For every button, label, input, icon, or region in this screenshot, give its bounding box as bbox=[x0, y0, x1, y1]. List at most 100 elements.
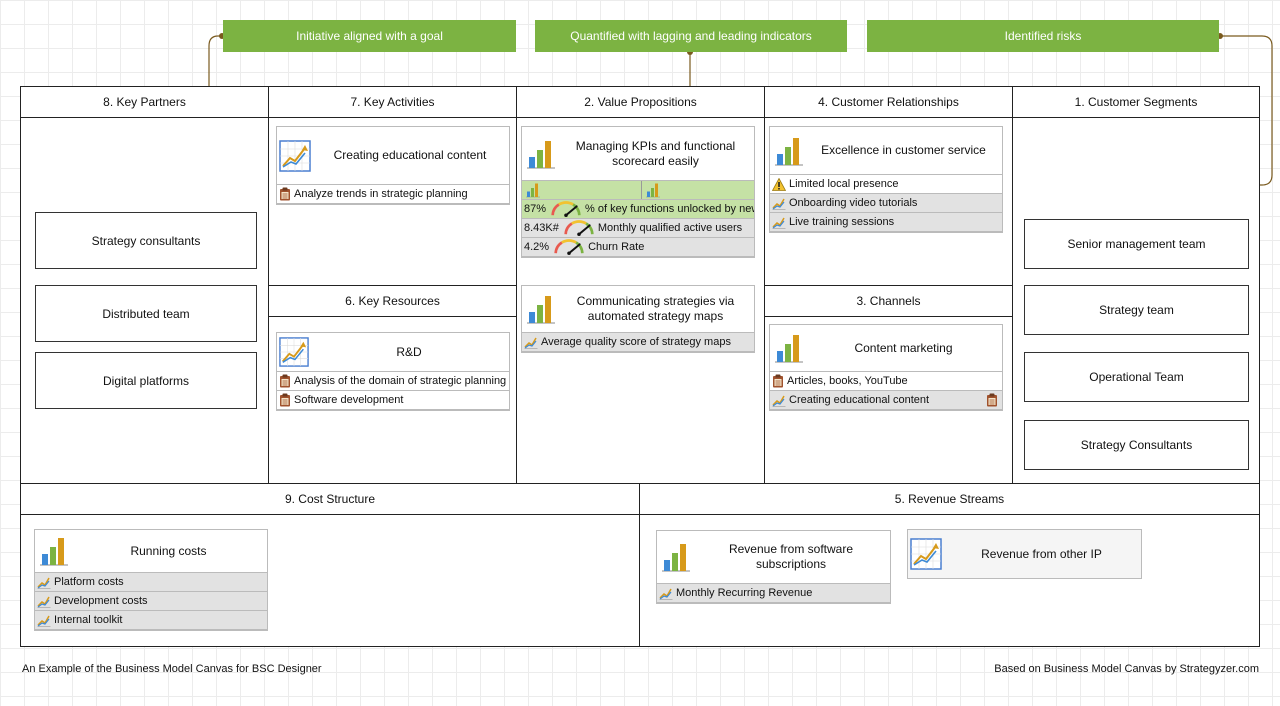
gauge-icon bbox=[553, 239, 585, 255]
kpi-row[interactable]: Average quality score of strategy maps bbox=[522, 333, 754, 352]
mini-trend-icon bbox=[37, 575, 51, 589]
mini-trend-icon bbox=[772, 196, 786, 210]
warning-icon bbox=[772, 178, 786, 191]
banner-quantified: Quantified with lagging and leading indi… bbox=[535, 20, 847, 52]
section-header-channels: 3. Channels bbox=[764, 285, 1013, 317]
mini-trend-icon bbox=[659, 586, 673, 600]
section-header-customer-relationships: 4. Customer Relationships bbox=[764, 86, 1013, 118]
kpi-label: Monthly qualified active users bbox=[597, 222, 743, 234]
row-label: Software development bbox=[294, 394, 404, 406]
banner-initiative: Initiative aligned with a goal bbox=[223, 20, 516, 52]
revenue-title: Revenue from software subscriptions bbox=[728, 542, 854, 571]
kpi-row[interactable]: Development costs bbox=[35, 592, 267, 611]
value-card[interactable]: Communicating strategies via automated s… bbox=[521, 285, 755, 353]
channel-title: Content marketing bbox=[854, 340, 953, 355]
clipboard-icon bbox=[986, 393, 998, 407]
trend-chart-icon bbox=[279, 337, 309, 367]
section-header-value-propositions: 2. Value Propositions bbox=[516, 86, 765, 118]
section-header-key-partners: 8. Key Partners bbox=[20, 86, 269, 118]
section-header-revenue-streams: 5. Revenue Streams bbox=[639, 483, 1260, 515]
resource-row[interactable]: Software development bbox=[277, 391, 509, 410]
channel-row[interactable]: Articles, books, YouTube bbox=[770, 372, 1002, 391]
gauge-icon bbox=[550, 201, 582, 217]
segment-label: Strategy Consultants bbox=[1080, 438, 1193, 452]
bar-chart-icon bbox=[525, 293, 557, 325]
gauge-icon bbox=[563, 220, 595, 236]
trend-chart-icon bbox=[279, 140, 311, 172]
row-label: Analyze trends in strategic planning bbox=[294, 188, 468, 200]
segment-label: Operational Team bbox=[1089, 370, 1184, 384]
value-title: Managing KPIs and functional scorecard e… bbox=[575, 138, 736, 168]
partner-box[interactable]: Strategy consultants bbox=[35, 212, 257, 269]
kpi-value: 87% bbox=[524, 203, 547, 215]
kpi-value: 4.2% bbox=[524, 241, 550, 253]
revenue-card[interactable]: Revenue from other IP bbox=[907, 529, 1142, 579]
revenue-card[interactable]: Revenue from software subscriptions Mont… bbox=[656, 530, 891, 604]
segment-box[interactable]: Strategy team bbox=[1024, 285, 1249, 335]
banner-risks: Identified risks bbox=[867, 20, 1219, 52]
section-header-customer-segments: 1. Customer Segments bbox=[1012, 86, 1260, 118]
revenue-title: Revenue from other IP bbox=[981, 546, 1102, 561]
kpi-row[interactable]: Monthly Recurring Revenue bbox=[657, 584, 890, 603]
kpi-row[interactable]: Live training sessions bbox=[770, 213, 1002, 232]
segment-box[interactable]: Senior management team bbox=[1024, 219, 1249, 269]
mini-trend-icon bbox=[37, 613, 51, 627]
mini-trend-icon bbox=[524, 335, 538, 349]
mini-trend-icon bbox=[37, 594, 51, 608]
value-card[interactable]: Managing KPIs and functional scorecard e… bbox=[521, 126, 755, 258]
row-label: Internal toolkit bbox=[54, 614, 123, 626]
bar-chart-icon bbox=[38, 535, 70, 567]
kpi-row[interactable]: Onboarding video tutorials bbox=[770, 194, 1002, 213]
value-indicator-header bbox=[522, 181, 754, 200]
partner-box[interactable]: Digital platforms bbox=[35, 352, 257, 409]
segment-label: Senior management team bbox=[1067, 237, 1206, 251]
resource-row[interactable]: Analysis of the domain of strategic plan… bbox=[277, 372, 509, 391]
bar-chart-icon bbox=[773, 135, 805, 167]
footer-attribution: Based on Business Model Canvas by Strate… bbox=[994, 663, 1259, 675]
bar-chart-icon bbox=[525, 182, 541, 198]
kpi-label: % of key functions unlocked by new bbox=[585, 203, 754, 215]
mini-trend-icon bbox=[772, 215, 786, 229]
risk-row[interactable]: Limited local presence bbox=[770, 175, 1002, 194]
kpi-label: Churn Rate bbox=[588, 241, 645, 253]
bar-chart-icon bbox=[645, 182, 661, 198]
clipboard-icon bbox=[279, 374, 291, 388]
row-label: Development costs bbox=[54, 595, 148, 607]
activity-card[interactable]: Creating educational content Analyze tre… bbox=[276, 126, 510, 205]
clipboard-icon bbox=[772, 374, 784, 388]
row-label: Live training sessions bbox=[789, 216, 895, 228]
segment-box[interactable]: Strategy Consultants bbox=[1024, 420, 1249, 470]
kpi-row[interactable]: 4.2% Churn Rate bbox=[522, 238, 754, 257]
kpi-row[interactable]: 87% % of key functions unlocked by new bbox=[522, 200, 754, 219]
partner-label: Digital platforms bbox=[102, 373, 190, 388]
partner-label: Distributed team bbox=[102, 306, 190, 321]
segment-box[interactable]: Operational Team bbox=[1024, 352, 1249, 402]
row-label: Platform costs bbox=[54, 576, 124, 588]
activity-row[interactable]: Analyze trends in strategic planning bbox=[277, 185, 509, 204]
mini-trend-icon bbox=[772, 393, 786, 407]
relationship-card[interactable]: Excellence in customer service Limited l… bbox=[769, 126, 1003, 233]
clipboard-icon bbox=[279, 187, 291, 201]
activity-title: Creating educational content bbox=[333, 148, 487, 162]
row-label: Onboarding video tutorials bbox=[789, 197, 918, 209]
kpi-row[interactable]: 8.43K# Monthly qualified active users bbox=[522, 219, 754, 238]
kpi-row[interactable]: Internal toolkit bbox=[35, 611, 267, 630]
section-header-cost-structure: 9. Cost Structure bbox=[20, 483, 640, 515]
resource-card[interactable]: R&D Analysis of the domain of strategic … bbox=[276, 332, 510, 411]
channel-card[interactable]: Content marketing Articles, books, YouTu… bbox=[769, 324, 1003, 411]
kpi-value: 8.43K# bbox=[524, 222, 559, 234]
row-label: Analysis of the domain of strategic plan… bbox=[294, 375, 507, 387]
kpi-row[interactable]: Creating educational content bbox=[770, 391, 1002, 410]
section-header-key-resources: 6. Key Resources bbox=[268, 285, 517, 317]
bar-chart-icon bbox=[773, 332, 805, 364]
bar-chart-icon bbox=[660, 541, 692, 573]
trend-chart-icon bbox=[910, 538, 942, 570]
row-label: Monthly Recurring Revenue bbox=[676, 587, 813, 599]
kpi-row[interactable]: Platform costs bbox=[35, 573, 267, 592]
footer-caption: An Example of the Business Model Canvas … bbox=[22, 663, 322, 675]
value-title: Communicating strategies via automated s… bbox=[576, 294, 735, 323]
row-label: Limited local presence bbox=[789, 178, 899, 190]
partner-box[interactable]: Distributed team bbox=[35, 285, 257, 342]
cost-card[interactable]: Running costs Platform costs Development… bbox=[34, 529, 268, 631]
partner-label: Strategy consultants bbox=[91, 233, 201, 248]
